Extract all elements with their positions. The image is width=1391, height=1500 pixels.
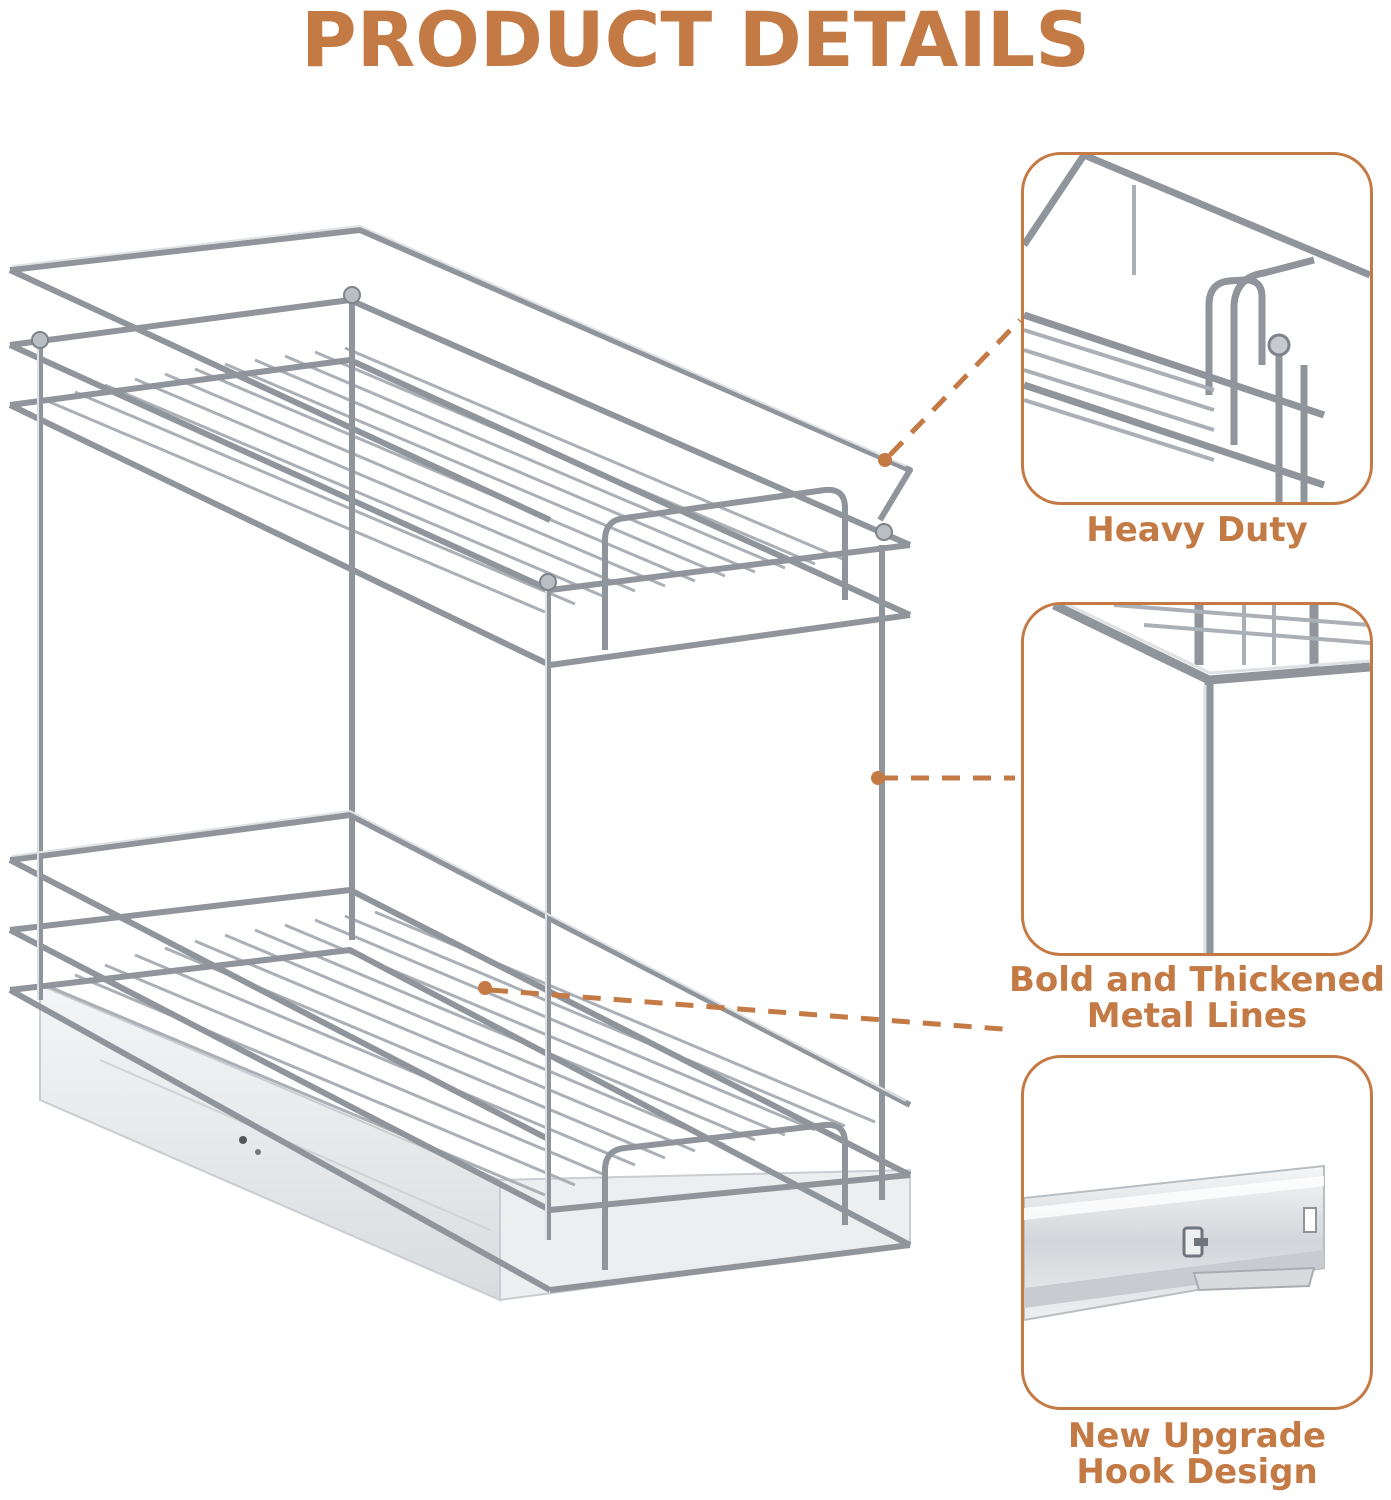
heavy-duty-closeup-icon <box>1024 155 1370 502</box>
caption-thickened-metal-lines: Bold and Thickened Metal Lines <box>1009 960 1385 1036</box>
connector-dots <box>478 453 892 995</box>
callout-thickened-metal-lines <box>1021 602 1373 956</box>
post-knobs <box>31 286 893 591</box>
hook-slide-rail-closeup-icon <box>1024 1164 1325 1322</box>
callout-heavy-duty-frame <box>1021 152 1373 505</box>
page-title: PRODUCT DETAILS <box>301 0 1090 84</box>
caption-hook-design: New Upgrade Hook Design <box>1067 1416 1327 1492</box>
caption-heavy-duty: Heavy Duty <box>1086 510 1308 550</box>
callout-hook-design <box>1021 1055 1373 1410</box>
thick-metal-lines-closeup-icon <box>1052 605 1370 953</box>
connector-lines <box>489 318 1022 1033</box>
frame-highlights <box>11 224 907 1240</box>
